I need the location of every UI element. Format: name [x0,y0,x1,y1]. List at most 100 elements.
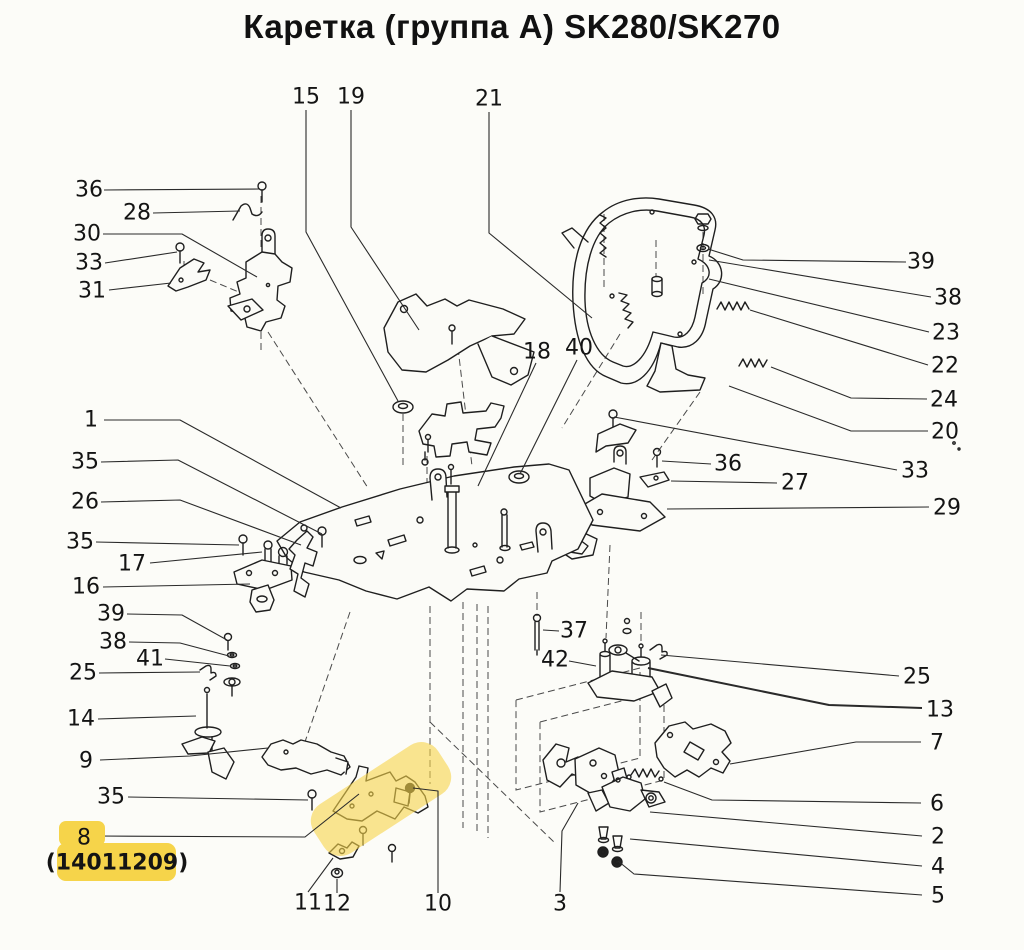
spring-vertical [599,214,607,258]
leader-19 [350,110,420,331]
clip-25-left [199,664,217,681]
part-label-33-right: 33 [901,459,929,484]
part-label-40: 40 [565,336,593,361]
bracket-9 [261,739,351,776]
part-label-35-c: 35 [97,785,125,810]
part-label-39-left: 39 [97,602,125,627]
screw-36-right [652,447,662,468]
leader-27 [670,480,778,484]
part-label-2: 2 [931,825,945,850]
leader-31 [108,282,172,291]
spring-24 [738,358,768,368]
washer-38-right [696,243,710,253]
leader-7 [729,741,921,765]
nut-15 [392,400,414,414]
stacks-4-5 [597,826,624,868]
part-label-37: 37 [560,619,588,644]
badge-rect-0 [59,821,105,846]
part-label-38-right: 38 [934,286,962,311]
leader-25-right [660,654,900,677]
spring-22 [716,301,750,311]
leader-4 [629,838,923,867]
leader-10 [412,787,439,893]
leader-6 [663,781,922,804]
ghost-plate-2 [539,689,665,813]
screw-36 [257,181,267,203]
part-label-6: 6 [930,792,944,817]
screw-33-left [175,242,185,264]
spring-6 [626,768,664,782]
part-label-39-right: 39 [907,250,935,275]
leader-40 [519,359,578,475]
leader-33-left [104,251,178,264]
part-label-code-14011209: (14011209) [46,851,189,876]
leader-14 [97,715,197,720]
plate-18 [418,401,505,466]
part-label-5: 5 [931,884,945,909]
leader-22 [749,309,929,366]
leader-23 [708,278,930,333]
part-label-42: 42 [541,648,569,673]
leader-17 [149,551,263,564]
part-label-28: 28 [123,201,151,226]
leader-1 [104,419,342,509]
leader-41 [164,658,231,667]
part-label-25-right: 25 [903,665,931,690]
main-plate-1 [276,463,594,602]
leader-37 [542,629,560,632]
part-label-13: 13 [926,698,954,723]
part-8-label-badge [57,821,176,881]
part-label-29: 29 [933,496,961,521]
part-label-14: 14 [67,707,95,732]
part-label-30: 30 [73,222,101,247]
leader-15 [305,110,399,402]
leader-30 [103,233,258,278]
part-label-1: 1 [84,408,98,433]
part-label-3: 3 [553,892,567,917]
leader-24 [770,366,928,400]
part-8-highlight [310,742,452,856]
nut-39-right [694,213,712,232]
part-label-19: 19 [337,85,365,110]
leader-39-right [707,248,907,263]
leader-36-right [661,460,712,465]
part-label-24: 24 [930,388,958,413]
leader-38-right [708,259,932,298]
part-label-35-a: 35 [71,450,99,475]
fastener-stack-39-38-41 [223,632,241,670]
part-label-36-left: 36 [75,178,103,203]
part-label-22: 22 [931,354,959,379]
leader-33-right [613,416,898,471]
leader-36-left [103,188,260,191]
leader-3 [559,802,579,893]
clip-27 [639,471,670,488]
part-label-23: 23 [932,321,960,346]
ghost-plate-1 [515,667,641,791]
leader-29 [666,506,930,510]
part-label-27: 27 [781,471,809,496]
part-label-11: 11 [294,891,322,916]
part-label-17: 17 [118,552,146,577]
part-label-18: 18 [523,340,551,365]
leader-25-left [98,671,201,674]
screw-35-c [307,789,317,811]
part-label-10: 10 [424,892,452,917]
part-label-31: 31 [78,279,106,304]
leader-26 [100,499,302,546]
leader-35-b [95,541,240,546]
leader-28 [152,210,241,214]
part-label-9: 9 [79,749,93,774]
part-label-7: 7 [930,731,944,756]
leader-42 [568,660,597,667]
block-30 [227,228,293,332]
wire-hook-28 [232,203,263,221]
part-label-8: 8 [77,826,91,851]
bracket-7 [654,721,732,778]
leader-13 [647,667,923,709]
assembly-14 [181,677,241,780]
leader-35-c [127,796,309,801]
part-label-33-left: 33 [75,251,103,276]
frame-foot-20 [646,342,706,393]
